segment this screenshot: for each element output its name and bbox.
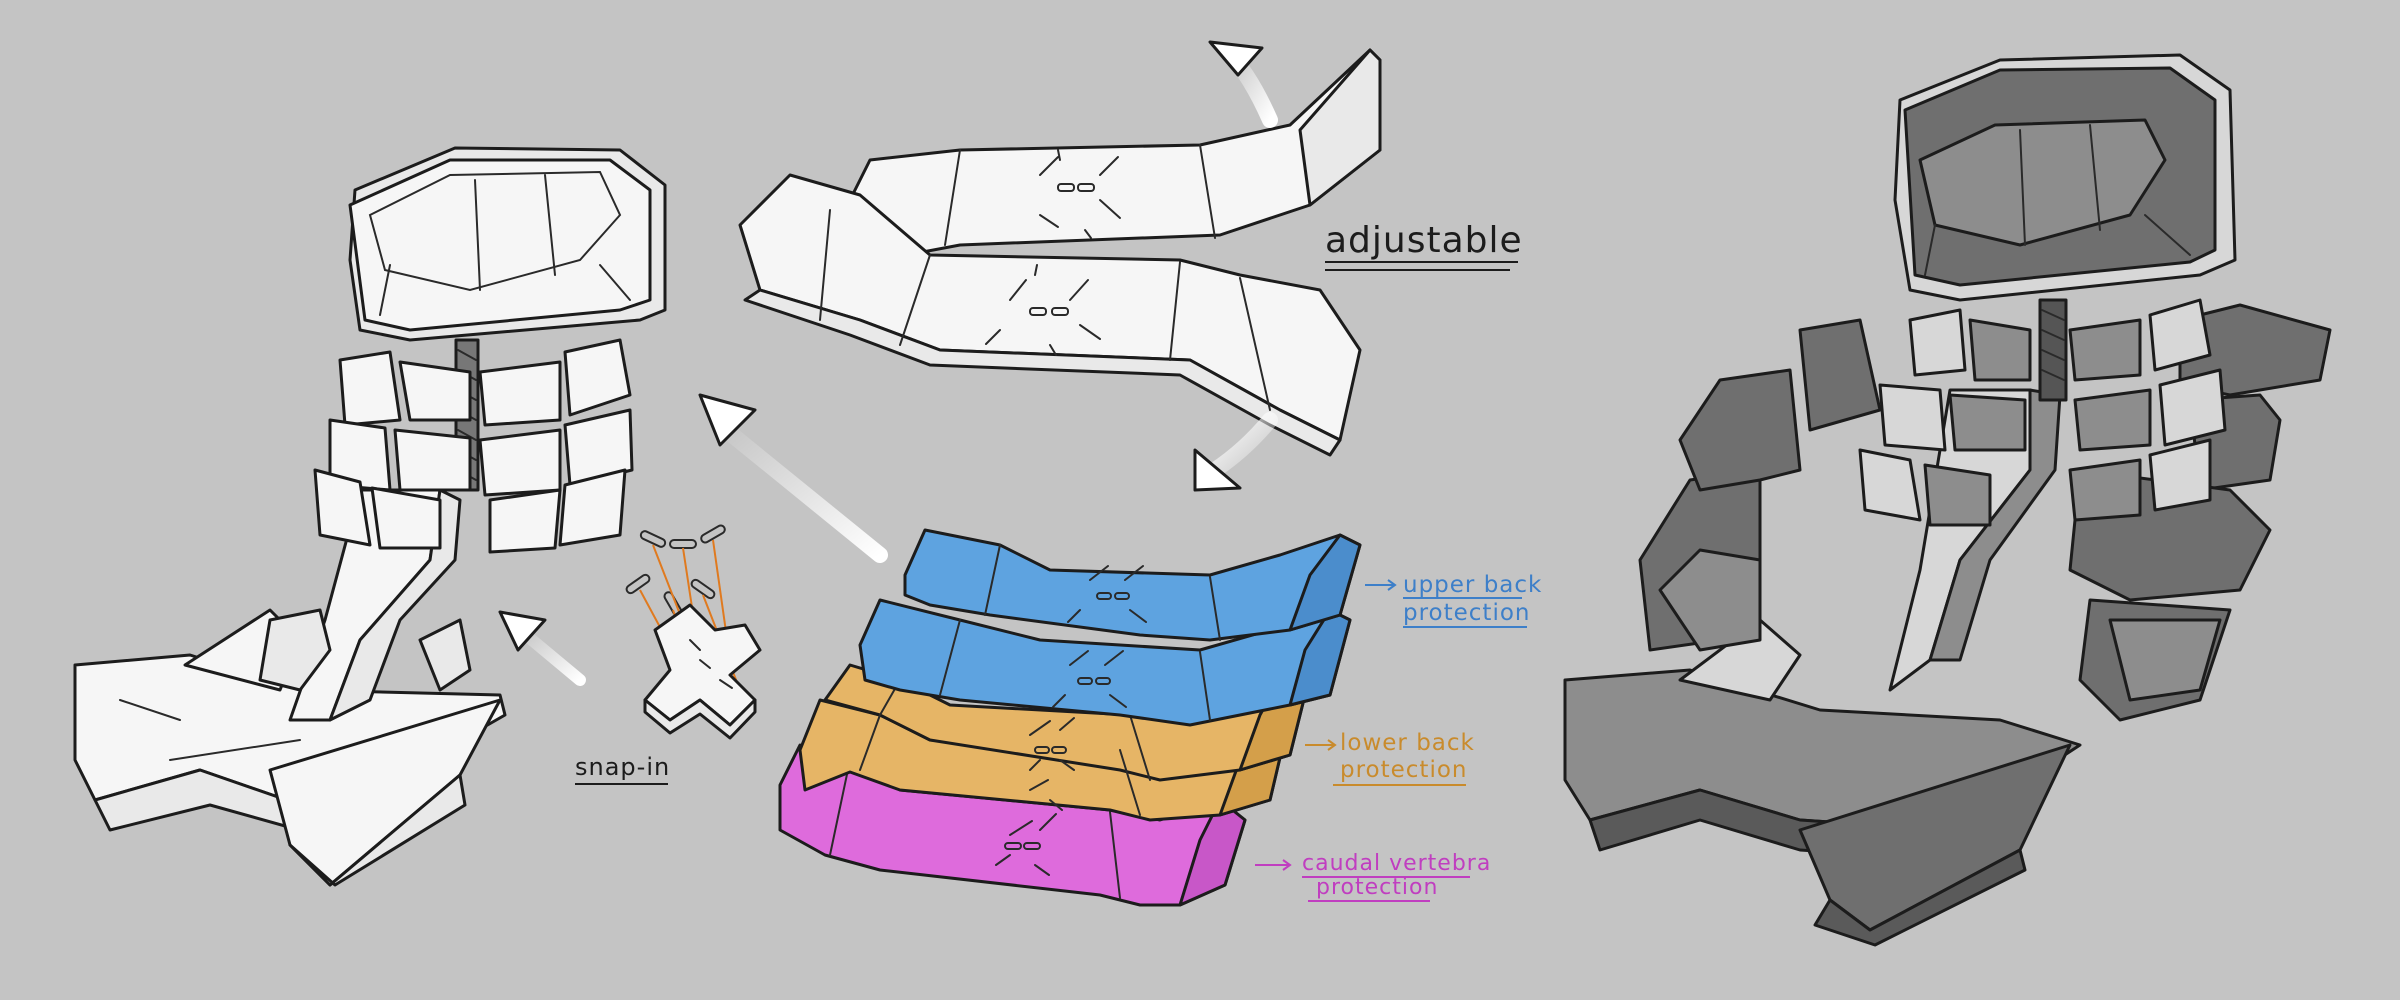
adjustable-pad-lower bbox=[738, 173, 1362, 457]
gray-chair-headrest bbox=[1893, 53, 2237, 302]
lower-back-label-line2: protection bbox=[1340, 757, 1468, 783]
arrow-snap-in bbox=[498, 610, 586, 686]
adjustable-pads bbox=[738, 48, 1382, 457]
upper-back-label-line1: upper back bbox=[1403, 572, 1542, 598]
gray-chair-back-segments bbox=[1858, 298, 2227, 527]
arrow-down-curved bbox=[1193, 412, 1278, 492]
slot-pattern-caudal bbox=[995, 813, 1057, 876]
caudal-label-line2: protection bbox=[1316, 875, 1438, 900]
gray-chair-seat bbox=[1563, 618, 2082, 947]
slot-pattern-lower bbox=[985, 264, 1101, 356]
upper-back-pad bbox=[858, 528, 1362, 727]
snap-in-cross bbox=[625, 524, 762, 740]
adjustable-label: adjustable bbox=[1325, 220, 1523, 261]
caudal-label-line1: caudal vertebra bbox=[1302, 851, 1491, 876]
annotations: adjustable snap-in upper back protection… bbox=[575, 220, 1542, 902]
gray-chair-spine bbox=[1888, 298, 2068, 692]
upper-back-label-line2: protection bbox=[1403, 600, 1531, 626]
chair-headrest bbox=[348, 146, 667, 342]
label-pointers bbox=[1255, 579, 1397, 871]
slot-pattern-upper bbox=[1039, 149, 1121, 239]
slot-pattern-upper-back bbox=[1052, 565, 1147, 708]
chair-back-segments bbox=[313, 338, 634, 554]
slot-pattern-lower-back bbox=[1029, 717, 1075, 811]
lower-back-label-line1: lower back bbox=[1340, 730, 1475, 756]
arrow-to-left-chair bbox=[698, 393, 888, 563]
snap-slots bbox=[625, 524, 726, 617]
white-chair-sketch bbox=[73, 146, 667, 887]
caudal-vertebra-pad bbox=[778, 743, 1247, 907]
gray-chair-render bbox=[1563, 53, 2332, 947]
snap-in-label: snap-in bbox=[575, 753, 670, 781]
arrow-up-curved bbox=[1208, 40, 1278, 128]
adjustable-pad-upper bbox=[828, 48, 1382, 262]
colored-pads-stack bbox=[778, 528, 1362, 907]
